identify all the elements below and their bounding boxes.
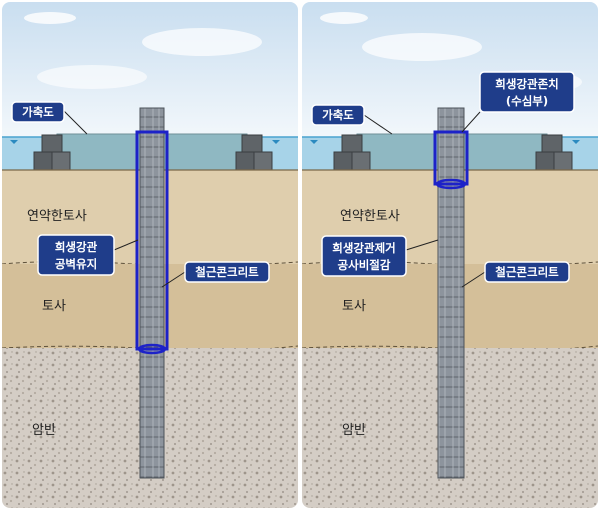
cloud	[142, 28, 262, 56]
svg-text:희생강관제거: 희생강관제거	[332, 241, 395, 255]
layer-label-soft-soil: 연약한토사	[27, 209, 87, 224]
svg-text:공사비절감: 공사비절감	[338, 258, 391, 272]
layer-label-rock: 암반	[342, 423, 366, 438]
causeway-blocks	[33, 134, 273, 171]
layer-label-soft-soil: 연약한토사	[340, 209, 400, 224]
callout-casing-top: 희생강관존치 (수심부)	[461, 71, 575, 133]
callout-rc: 철근콘크리트	[161, 261, 270, 288]
water-level-icon	[572, 140, 580, 144]
cloud	[362, 33, 482, 61]
left-diagram: 연약한토사 토사 암반 가축도 희생강관 공벽유지 철근콘크리트	[2, 2, 298, 508]
callout-causeway: 가축도	[11, 101, 88, 135]
rc-pile-column	[437, 107, 465, 479]
svg-text:가축도: 가축도	[322, 108, 354, 122]
svg-text:공벽유지: 공벽유지	[55, 257, 97, 271]
rc-pile-column	[139, 107, 165, 479]
layer-label-soil: 토사	[342, 299, 366, 314]
svg-text:(수심부): (수심부)	[506, 94, 548, 108]
casing-bottom-ring	[137, 343, 167, 355]
water-level-icon	[272, 140, 280, 144]
water-level-icon	[10, 140, 18, 144]
svg-text:철근콘크리트: 철근콘크리트	[495, 265, 559, 279]
cloud	[37, 65, 147, 89]
callout-causeway: 가축도	[311, 104, 393, 135]
svg-text:철근콘크리트: 철근콘크리트	[195, 265, 259, 279]
callout-casing-removed: 희생강관제거 공사비절감	[321, 235, 439, 277]
right-panel: 연약한토사 토사 암반 가축도 희생강관존치 (수심부) 희생강관제거 공사비절…	[302, 2, 598, 508]
casing-bottom-ring	[435, 178, 467, 190]
svg-text:희생강관존치: 희생강관존치	[495, 77, 558, 91]
right-diagram: 연약한토사 토사 암반 가축도 희생강관존치 (수심부) 희생강관제거 공사비절…	[302, 2, 598, 508]
left-panel: 연약한토사 토사 암반 가축도 희생강관 공벽유지 철근콘크리트	[2, 2, 298, 508]
water-level-icon	[310, 140, 318, 144]
svg-text:가축도: 가축도	[22, 105, 54, 119]
callout-rc: 철근콘크리트	[461, 261, 570, 288]
steel-casing-top	[433, 130, 469, 186]
cloud	[320, 12, 368, 24]
layer-label-rock: 암반	[32, 423, 56, 438]
causeway-blocks	[333, 134, 573, 171]
callout-casing-wall: 희생강관 공벽유지	[37, 234, 139, 276]
layer-label-soil: 토사	[42, 299, 66, 314]
svg-text:희생강관: 희생강관	[55, 240, 98, 254]
cloud	[24, 12, 76, 24]
